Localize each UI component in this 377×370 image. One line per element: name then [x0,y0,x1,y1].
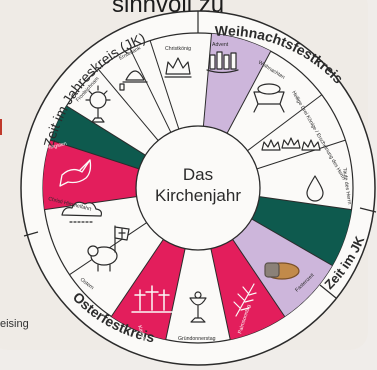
label-taufe: Taufe des Herrn [341,167,352,204]
sector-divider [210,248,231,340]
label-christkoenig: Christkönig [165,46,191,52]
manger-icon [253,83,285,113]
sector-divider [66,105,146,156]
chalice-icon [189,291,207,323]
sector-divider [256,139,346,170]
clouds-icon [61,201,103,223]
sector-divider [251,218,333,266]
label-gruendonnerstag: Gründonnerstag [178,336,216,342]
sector-divider [97,68,159,141]
sector-divider [202,33,213,127]
sector-divider [247,94,323,152]
harvest-icon [119,70,148,91]
bread-icon [264,262,300,280]
sector-divider [110,239,164,317]
water-drop-icon [306,175,324,202]
wheel-center-circle [135,125,261,251]
sector-divider [259,196,352,211]
caption-fragment: eising [0,318,29,330]
sector-divider [50,139,140,170]
label-pfingsten: Pfingsten [45,141,68,152]
three-crowns-icon [261,137,321,151]
center-title-line1: Das [183,165,213,184]
sector-divider [232,239,286,317]
accent-tick [0,119,2,135]
advent-candles-icon [206,51,239,74]
center-title-line2: Kirchenjahr [155,186,241,205]
dove-icon [59,159,92,187]
sector-karfreitag [111,239,186,340]
lamb-flag-icon [87,225,130,272]
sector-palmsonntag [210,239,285,340]
ring-separator [319,284,337,299]
label-advent: Advent [212,42,229,48]
sector-pfingsten [42,140,140,210]
sector-divider [165,248,186,340]
ring-separator [23,231,39,237]
sector-zeit-im-jk-teal-2 [50,105,146,169]
ring-separator [359,207,377,213]
monstrance-icon [85,85,111,123]
sector-zeit-im-jk-teal [251,196,352,266]
three-crosses-icon [131,285,173,313]
sector-divider [226,50,272,134]
crown-icon [164,57,192,78]
sector-divider [129,48,172,133]
sector-divider [149,40,180,130]
palm-branch-icon [233,283,257,317]
